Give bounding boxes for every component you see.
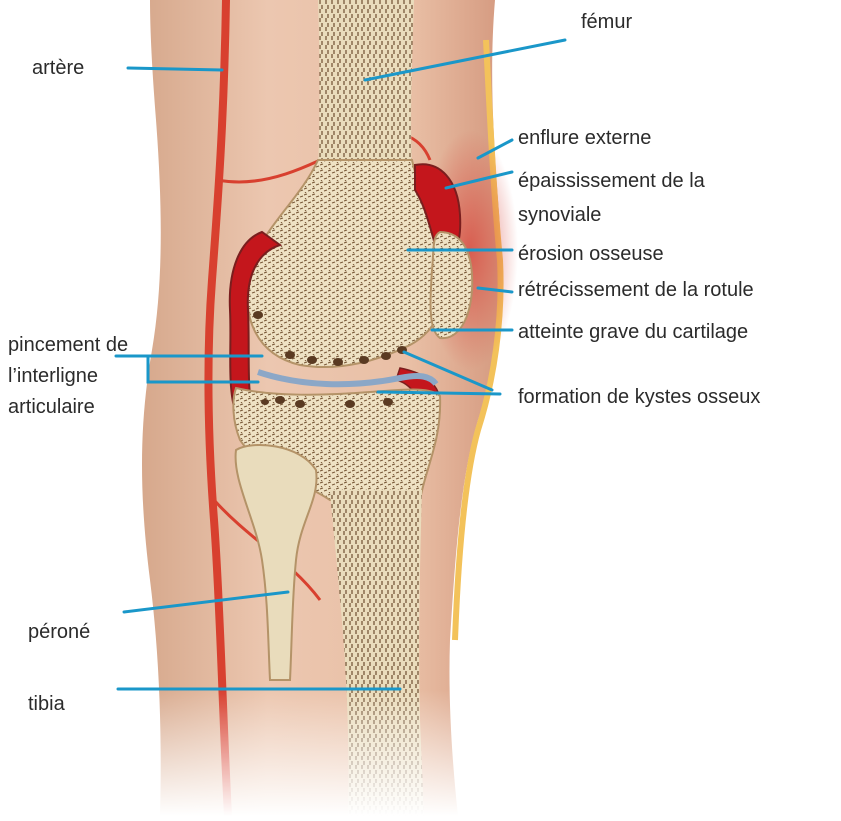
femur-shaft <box>318 0 414 170</box>
label-epaississement: épaississement de la synoviale <box>518 164 778 232</box>
label-kystes: formation de kystes osseux <box>518 385 760 409</box>
leader-kystes-2 <box>378 392 500 394</box>
label-pincement: pincement de l’interligne articulaire <box>8 330 148 423</box>
label-retrecissement: rétrécissement de la rotule <box>518 278 754 302</box>
label-enflure-externe: enflure externe <box>518 126 651 150</box>
label-perone: péroné <box>28 620 90 644</box>
label-erosion-osseuse: érosion osseuse <box>518 242 664 266</box>
label-tibia: tibia <box>28 692 65 716</box>
leader-artere <box>128 68 222 70</box>
label-atteinte-cartilage: atteinte grave du cartilage <box>518 320 748 344</box>
label-artere: artère <box>32 56 84 80</box>
label-femur: fémur <box>581 10 632 34</box>
